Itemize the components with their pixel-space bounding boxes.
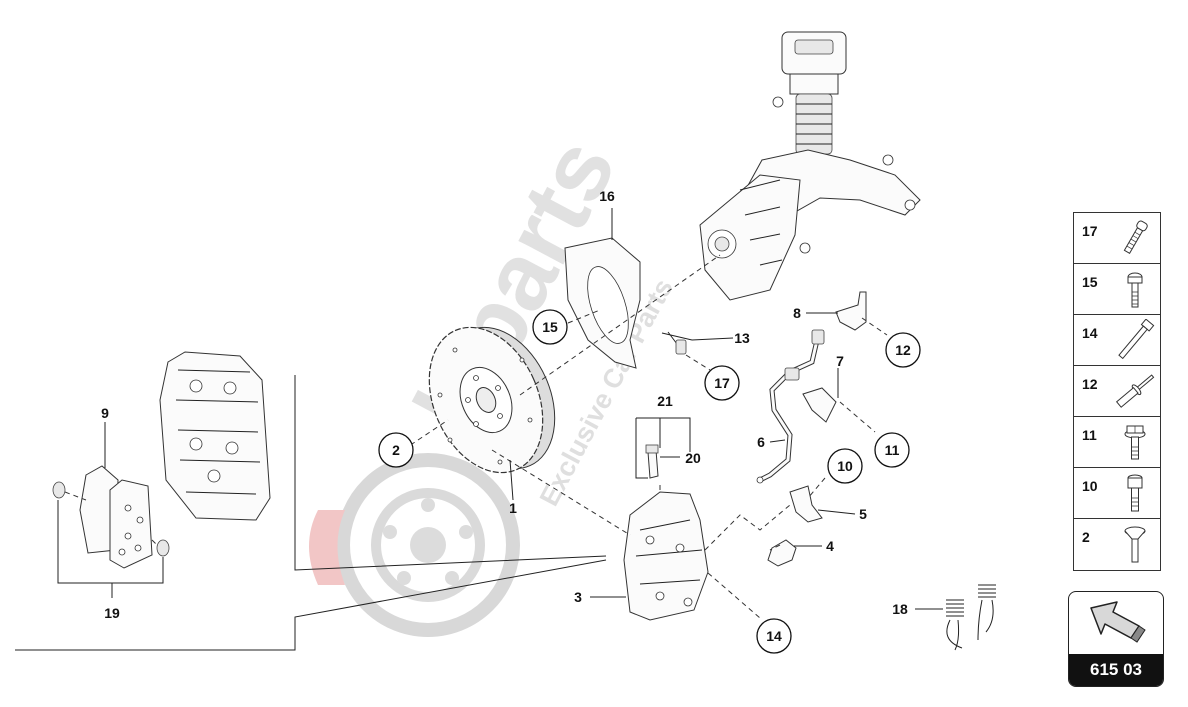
page-code: 615 03 bbox=[1069, 654, 1163, 686]
legend-row[interactable]: 14 bbox=[1074, 315, 1160, 366]
svg-text:10: 10 bbox=[837, 458, 853, 474]
callout-13: 13 bbox=[734, 330, 750, 346]
legend-part-number: 11 bbox=[1082, 427, 1097, 443]
watermark-logo-icon bbox=[309, 453, 520, 637]
short-bolt-icon bbox=[1127, 272, 1143, 308]
svg-text:11: 11 bbox=[885, 442, 900, 458]
bleed-valve bbox=[647, 449, 659, 479]
wear-sensor bbox=[661, 331, 693, 355]
callout-11: 11 bbox=[874, 432, 910, 468]
sensor-bracket bbox=[789, 485, 823, 523]
callout-2: 2 bbox=[378, 432, 414, 468]
brake-caliper-view bbox=[159, 351, 271, 521]
callout-9: 9 bbox=[101, 405, 109, 421]
hose-clip bbox=[802, 387, 837, 423]
splash-shield bbox=[564, 237, 641, 369]
suspension-assembly bbox=[699, 31, 921, 301]
callout-20: 20 bbox=[685, 450, 701, 466]
legend-part-number: 10 bbox=[1082, 478, 1098, 494]
legend-row[interactable]: 12 bbox=[1074, 366, 1160, 417]
callout-7: 7 bbox=[836, 353, 844, 369]
legend-part-number: 14 bbox=[1082, 325, 1098, 341]
callout-15: 15 bbox=[532, 309, 568, 345]
long-bolt-icon bbox=[1118, 319, 1155, 360]
legend-part-number: 2 bbox=[1082, 529, 1090, 545]
next-arrow-icon bbox=[1090, 601, 1146, 643]
parts-diagram: laparts Exclusive Car Parts bbox=[15, 31, 996, 654]
callout-8: 8 bbox=[793, 305, 801, 321]
callout-18: 18 bbox=[892, 601, 908, 617]
svg-text:15: 15 bbox=[542, 319, 558, 335]
callout-4: 4 bbox=[826, 538, 834, 554]
socket-bolt-icon bbox=[1127, 474, 1143, 512]
brake-disc bbox=[428, 326, 556, 474]
svg-text:17: 17 bbox=[714, 375, 730, 391]
callout-14: 14 bbox=[756, 618, 792, 654]
legend-part-number: 15 bbox=[1082, 274, 1098, 290]
hex-flange-bolt-icon bbox=[1124, 425, 1146, 460]
svg-text:12: 12 bbox=[895, 342, 911, 358]
legend-row[interactable]: 10 bbox=[1074, 468, 1160, 519]
fastener-legend: 17 15 14 12 bbox=[1073, 212, 1161, 571]
bleed-valve-cap bbox=[645, 444, 659, 454]
callout-12: 12 bbox=[885, 332, 921, 368]
callout-10: 10 bbox=[827, 448, 863, 484]
cable-clip bbox=[767, 539, 797, 567]
brake-pads bbox=[52, 465, 170, 569]
brake-hose bbox=[756, 329, 825, 484]
legend-row[interactable]: 11 bbox=[1074, 417, 1160, 468]
legend-part-number: 12 bbox=[1082, 376, 1098, 392]
legend-part-number: 17 bbox=[1082, 223, 1098, 239]
callout-21: 21 bbox=[657, 393, 673, 409]
hose-bracket bbox=[835, 291, 867, 331]
countersunk-screw-icon bbox=[1124, 526, 1146, 563]
return-springs bbox=[946, 584, 996, 651]
svg-text:14: 14 bbox=[766, 628, 782, 644]
legend-row[interactable]: 2 bbox=[1074, 519, 1160, 570]
callout-16: 16 bbox=[599, 188, 615, 204]
caliper-housing bbox=[623, 491, 709, 621]
legend-row[interactable]: 15 bbox=[1074, 264, 1160, 315]
legend-row[interactable]: 17 bbox=[1074, 213, 1160, 264]
rivet-icon bbox=[1115, 374, 1155, 408]
callout-1: 1 bbox=[509, 500, 517, 516]
callout-3: 3 bbox=[574, 589, 582, 605]
torx-bolt-icon bbox=[1123, 220, 1148, 255]
next-page-button[interactable]: 615 03 bbox=[1068, 591, 1164, 687]
callout-17: 17 bbox=[704, 365, 740, 401]
callout-6: 6 bbox=[757, 434, 765, 450]
callout-5: 5 bbox=[859, 506, 867, 522]
callout-19: 19 bbox=[104, 605, 120, 621]
svg-text:2: 2 bbox=[392, 442, 400, 458]
